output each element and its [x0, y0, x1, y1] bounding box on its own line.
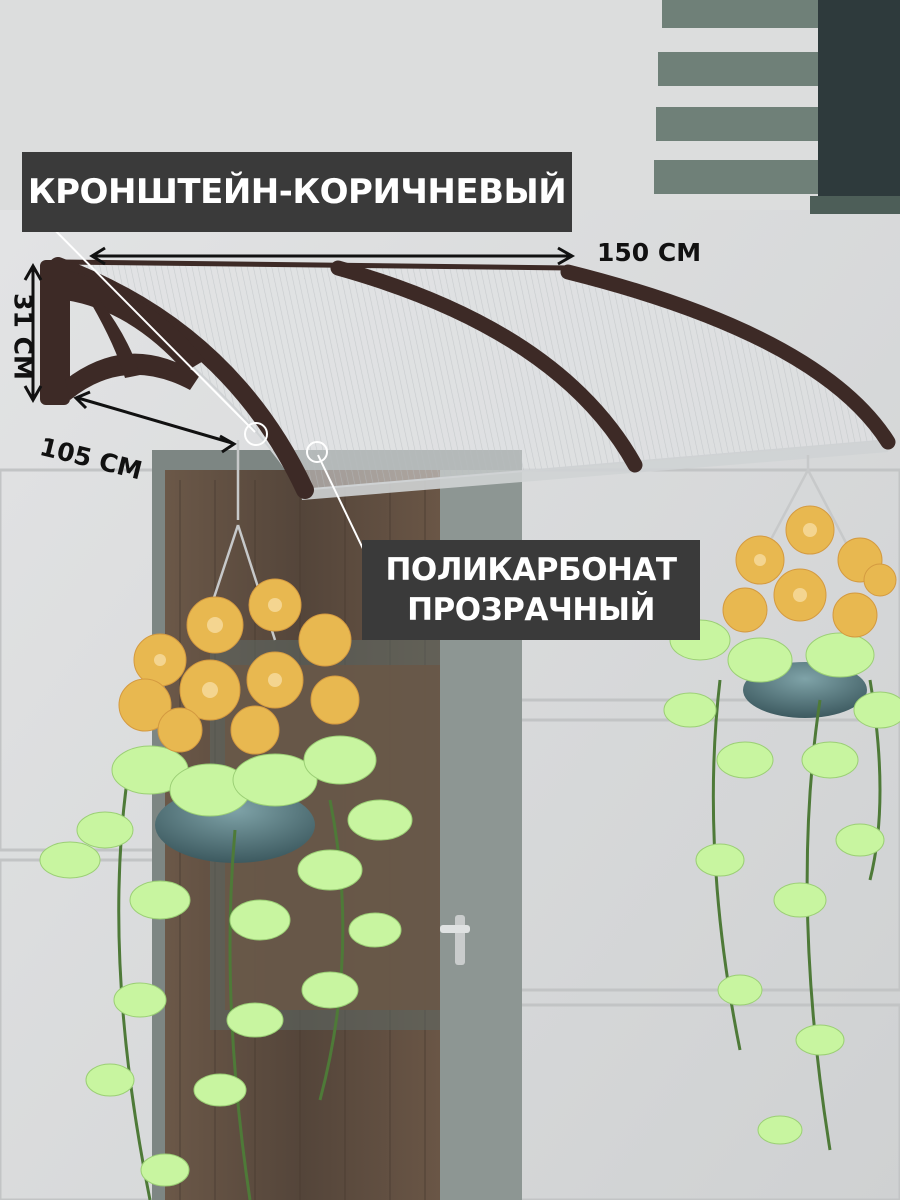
hanging-plant-right	[663, 505, 900, 1151]
door-handle	[440, 915, 470, 965]
dimension-height: 31 СМ	[8, 293, 38, 380]
dimension-arrows	[23, 246, 576, 454]
wall-slats	[654, 0, 824, 194]
hanging-plant-left	[39, 578, 413, 1200]
window	[818, 0, 900, 200]
polycarbonate-label-line2: ПРОЗРАЧНЫЙ	[407, 592, 655, 628]
polycarbonate-label: ПОЛИКАРБОНАТ ПРОЗРАЧНЫЙ	[362, 540, 700, 640]
polycarbonate-label-line1: ПОЛИКАРБОНАТ	[385, 552, 677, 588]
bracket-label: КРОНШТЕЙН-КОРИЧНЕВЫЙ	[22, 152, 572, 232]
dimension-width: 150 СМ	[597, 238, 702, 267]
